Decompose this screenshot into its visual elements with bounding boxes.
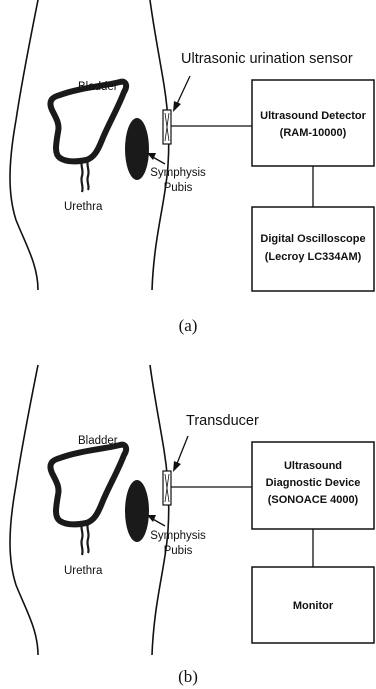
pubis-bone-a [125, 118, 149, 180]
bladder-label-a: Bladder [78, 81, 118, 93]
body-outline-right-b [150, 365, 169, 655]
scope-label-line1: Digital Oscilloscope [260, 233, 365, 245]
pointer-arrow-sensor-a [176, 76, 190, 106]
device-label-line2: Diagnostic Device [266, 477, 361, 489]
ultrasound-detector-box [252, 80, 374, 166]
caption-b: (b) [178, 667, 198, 686]
urethra-a [81, 160, 88, 192]
scope-label-line2: (Lecroy LC334AM) [265, 251, 362, 263]
device-label-line3: (SONOACE 4000) [268, 494, 359, 506]
pubis-label-line2-a: Pubis [164, 182, 193, 194]
bladder-label-b: Bladder [78, 435, 118, 447]
transducer-label-b: Transducer [186, 413, 259, 429]
pointer-arrowhead-sensor-a [173, 101, 181, 112]
sensor-label-a: Ultrasonic urination sensor [181, 51, 353, 67]
panel-b: Bladder Urethra Symphysis Pubis Transduc… [10, 365, 374, 686]
pointer-arrow-transducer-b [176, 436, 188, 466]
body-outline-left-a [10, 0, 38, 290]
pubis-label-line2-b: Pubis [164, 545, 193, 557]
caption-a: (a) [179, 316, 198, 335]
urethra-label-b: Urethra [64, 565, 103, 577]
pubis-bone-b [125, 480, 149, 542]
detector-label-line1: Ultrasound Detector [260, 110, 366, 122]
detector-label-line2: (RAM-10000) [280, 127, 347, 139]
body-outline-right-a [150, 0, 169, 290]
oscilloscope-box [252, 207, 374, 291]
bladder-shape-a [50, 82, 126, 162]
urethra-label-a: Urethra [64, 201, 103, 213]
panel-a: Bladder Urethra Symphysis Pubis Ultrason… [10, 0, 374, 335]
pubis-label-line1-b: Symphysis [150, 530, 206, 542]
urethra-b [81, 523, 88, 555]
monitor-label: Monitor [293, 600, 334, 612]
body-outline-left-b [10, 365, 38, 655]
device-label-line1: Ultrasound [284, 460, 342, 472]
bladder-shape-b [50, 445, 126, 525]
pubis-label-line1-a: Symphysis [150, 167, 206, 179]
pointer-arrowhead-transducer-b [173, 461, 181, 472]
